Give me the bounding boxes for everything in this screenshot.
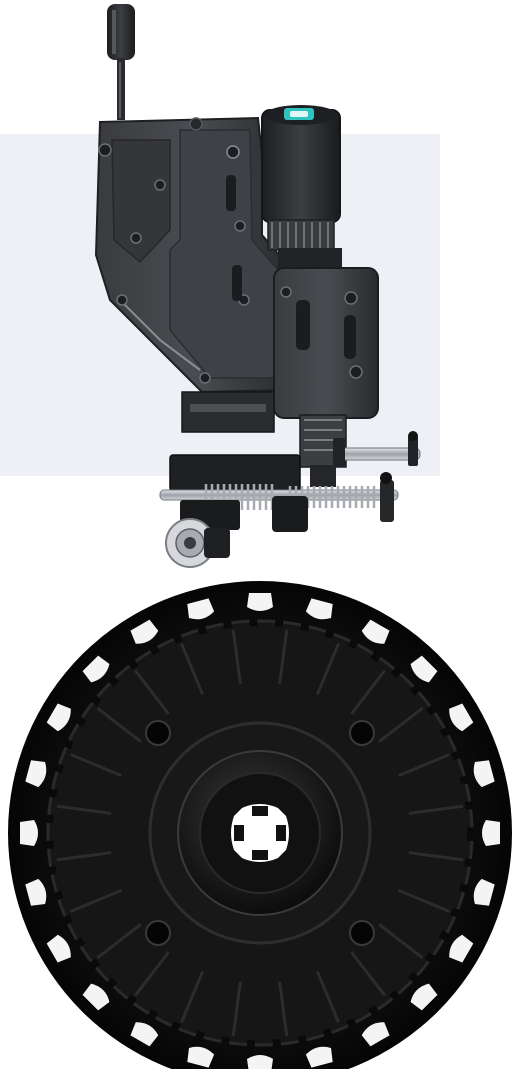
gear-groove	[316, 643, 340, 695]
gear-tooth	[361, 619, 390, 644]
gear-tooth	[46, 934, 71, 963]
roller-wheel	[165, 518, 230, 568]
nozzle-mount	[181, 391, 421, 487]
keyed-bore	[231, 804, 289, 862]
gear-groove	[278, 981, 289, 1037]
gear-wheel	[8, 581, 512, 1069]
gear-groove	[56, 804, 112, 815]
gear-groove	[70, 889, 122, 913]
gear-groove	[378, 923, 424, 959]
gear-groove	[398, 889, 450, 913]
gear-tooth	[305, 1046, 333, 1068]
gear-groove	[56, 851, 112, 862]
gear-tooth	[82, 983, 110, 1011]
lever-handle	[107, 4, 135, 120]
gear-tooth	[25, 760, 47, 788]
gear-groove	[350, 669, 386, 715]
gear-groove	[278, 629, 289, 685]
gear-tooth	[187, 598, 215, 620]
motor-stack	[261, 105, 379, 419]
gear-groove	[180, 971, 204, 1023]
gear-groove	[398, 753, 450, 777]
gear-tooth	[449, 703, 474, 732]
gear-groove	[231, 981, 242, 1037]
gear-groove	[180, 643, 204, 695]
carriage-body	[94, 116, 291, 394]
gear-tooth	[305, 598, 333, 620]
gear-groove	[350, 951, 386, 997]
gear-teeth	[20, 593, 500, 1069]
gear-groove	[408, 804, 464, 815]
gear-tooth	[473, 878, 495, 906]
gear-tooth	[187, 1046, 215, 1068]
gear-tooth	[25, 878, 47, 906]
gear-tooth	[361, 1022, 390, 1047]
gear-tooth	[247, 1055, 273, 1069]
gear-groove	[378, 707, 424, 743]
gear-groove	[134, 669, 170, 715]
gear-tooth	[130, 1022, 159, 1047]
spring-rail	[159, 454, 399, 532]
gear-tooth	[82, 655, 110, 683]
gear-tooth	[130, 619, 159, 644]
gear-tooth	[410, 655, 438, 683]
print-head-photo	[94, 4, 421, 568]
gear-groove	[96, 707, 142, 743]
gear-tooth	[482, 820, 500, 846]
gear-groove	[408, 851, 464, 862]
gear-groove	[134, 951, 170, 997]
gear-groove	[96, 923, 142, 959]
gear-groove	[70, 753, 122, 777]
gear-tooth	[410, 983, 438, 1011]
gear-tooth	[247, 593, 273, 611]
gear-groove	[231, 629, 242, 685]
gear-tooth	[46, 703, 71, 732]
gear-groove	[316, 971, 340, 1023]
gear-tooth	[449, 934, 474, 963]
gear-tooth	[20, 820, 38, 846]
gear-tooth	[473, 760, 495, 788]
